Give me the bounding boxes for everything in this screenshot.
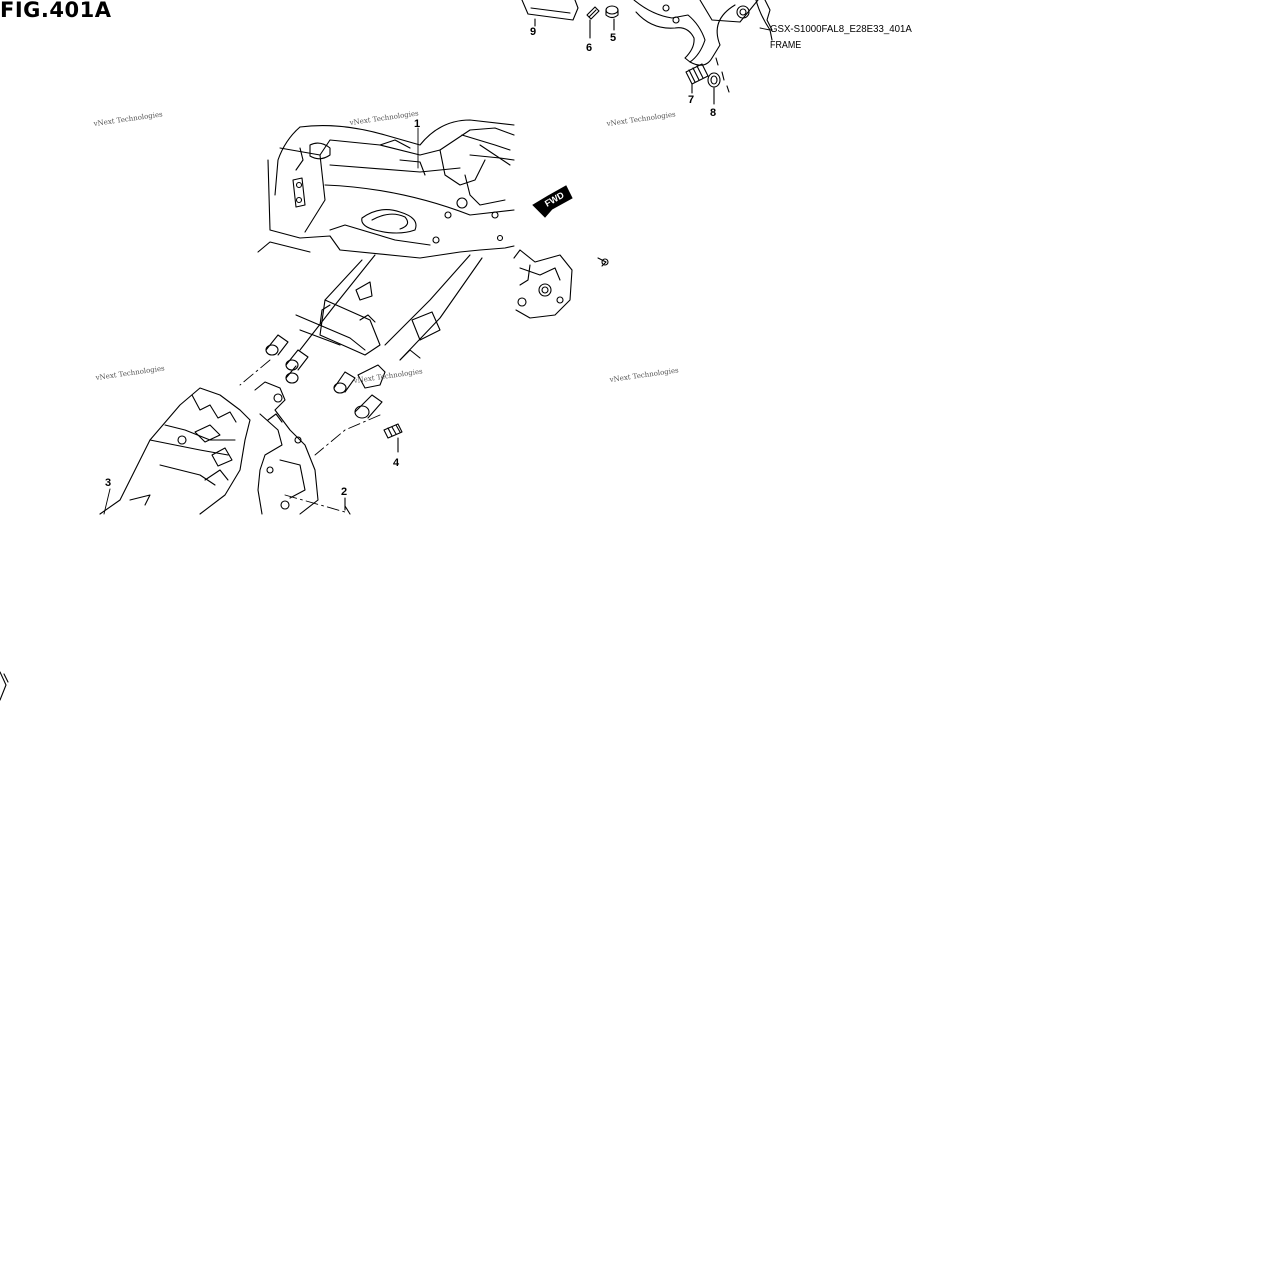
watermark-1: vNext Technologies xyxy=(92,110,163,128)
part-9-pad xyxy=(521,0,579,27)
frame-lower-fragment xyxy=(513,249,609,319)
leader-lines xyxy=(103,27,771,515)
callout-5: 5 xyxy=(610,32,616,44)
figure-title: FIG.401A xyxy=(0,0,112,22)
callout-1: 1 xyxy=(414,118,420,130)
seat-rails xyxy=(257,241,483,361)
callout-8: 8 xyxy=(710,107,716,119)
callout-6: 6 xyxy=(586,42,592,54)
edge-fragment xyxy=(0,671,9,701)
diagram-code: GSX-S1000FAL8_E28E33_401A xyxy=(770,23,912,35)
watermark-5: vNext Technologies xyxy=(352,367,423,385)
diagram-name: FRAME xyxy=(770,39,802,51)
part-7-spring-bolt xyxy=(685,63,709,94)
main-frame xyxy=(267,119,515,259)
watermark-4: vNext Technologies xyxy=(94,364,165,382)
part-6-bolt xyxy=(586,6,600,39)
part-5-collar xyxy=(605,5,619,31)
rail-mount-bushings xyxy=(265,334,386,419)
assembly-dash-lines xyxy=(239,359,381,513)
part-8-nut xyxy=(707,72,721,105)
part-2-bracket xyxy=(254,381,351,515)
callout-2: 2 xyxy=(341,486,347,498)
callout-9: 9 xyxy=(530,26,536,38)
watermark-2: vNext Technologies xyxy=(348,109,419,127)
callout-4: 4 xyxy=(393,457,400,469)
watermark-3: vNext Technologies xyxy=(605,110,676,128)
callout-3: 3 xyxy=(105,477,111,489)
watermark-6: vNext Technologies xyxy=(608,366,679,384)
fwd-arrow-icon: FWD xyxy=(532,185,573,218)
part-4-bolt xyxy=(383,423,403,453)
callout-7: 7 xyxy=(688,94,694,106)
upper-bracket xyxy=(633,0,773,93)
part-3-rear-subframe xyxy=(99,387,251,515)
callouts: 9 6 5 7 8 1 4 2 3 xyxy=(105,26,716,498)
